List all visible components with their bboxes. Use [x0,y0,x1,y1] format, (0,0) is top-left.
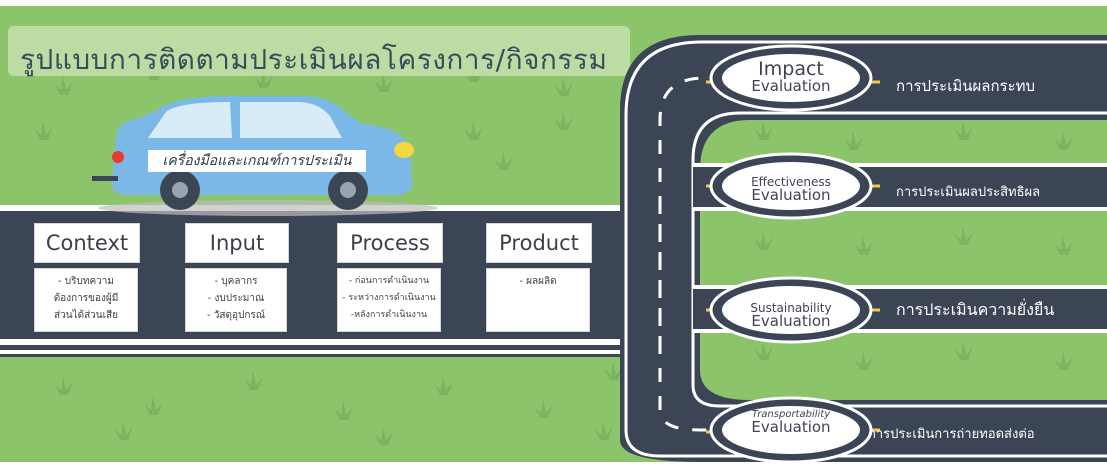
card-body-context: - บริบทความ ต้องการของผู้มี ส่วนได้ส่วนเ… [34,268,138,332]
eval-thai-sustainability: การประเมินความยั่งยืน [896,300,1055,319]
card-heading-context: Context [34,223,140,263]
card-line: - ก่อนการดำเนินงาน [348,276,430,286]
eval-label-sustainability: Sustainability Evaluation [750,301,832,330]
card-line: ต้องการของผู้มี [53,293,119,304]
card-line: -หลังการดำเนินงาน [350,310,428,320]
eval-thai-transportability: การประเมินการถ่ายทอดส่งต่อ [868,427,1035,442]
card-body-product: - ผลผลิต [486,268,590,332]
car-window-rear [240,102,342,138]
title-band [8,26,630,76]
eval-label-transportability: Transportability Evaluation [751,409,831,436]
card-body-input: - บุคลากร - งบประมาณ - วัสดุอุปกรณ์ [185,268,287,332]
card-line: - วัสดุอุปกรณ์ [206,310,266,321]
taillight-icon [112,151,124,163]
card-line: - ระหว่างการดำเนินงาน [342,293,436,303]
exhaust-pipe [92,176,118,181]
eval-label-effectiveness: Effectiveness Evaluation [751,175,831,204]
page-title: รูปแบบการติดตามประเมินผลโครงการ/กิจกรรม [20,43,608,76]
card-line: - บุคลากร [214,276,258,287]
card-heading-input: Input [185,223,289,263]
eval-thai-effectiveness: การประเมินผลประสิทธิผล [896,185,1041,200]
card-line: - ผลผลิต [519,276,557,287]
card-heading-process: Process [337,223,443,263]
card-line: - บริบทความ [58,276,114,287]
card-line: ส่วนได้ส่วนเสีย [53,310,118,321]
headlight-icon [394,142,414,158]
card-body-process: - ก่อนการดำเนินงาน - ระหว่างการดำเนินงาน… [337,268,441,332]
car-label: เครื่องมือและเกณฑ์การประเมิน [148,150,366,172]
eval-thai-impact: การประเมินผลกระทบ [896,77,1036,95]
card-line: - งบประมาณ [207,293,265,304]
eval-label-impact: Impact Evaluation [751,58,831,95]
car-window-front [148,102,232,138]
card-heading-product: Product [486,223,592,263]
